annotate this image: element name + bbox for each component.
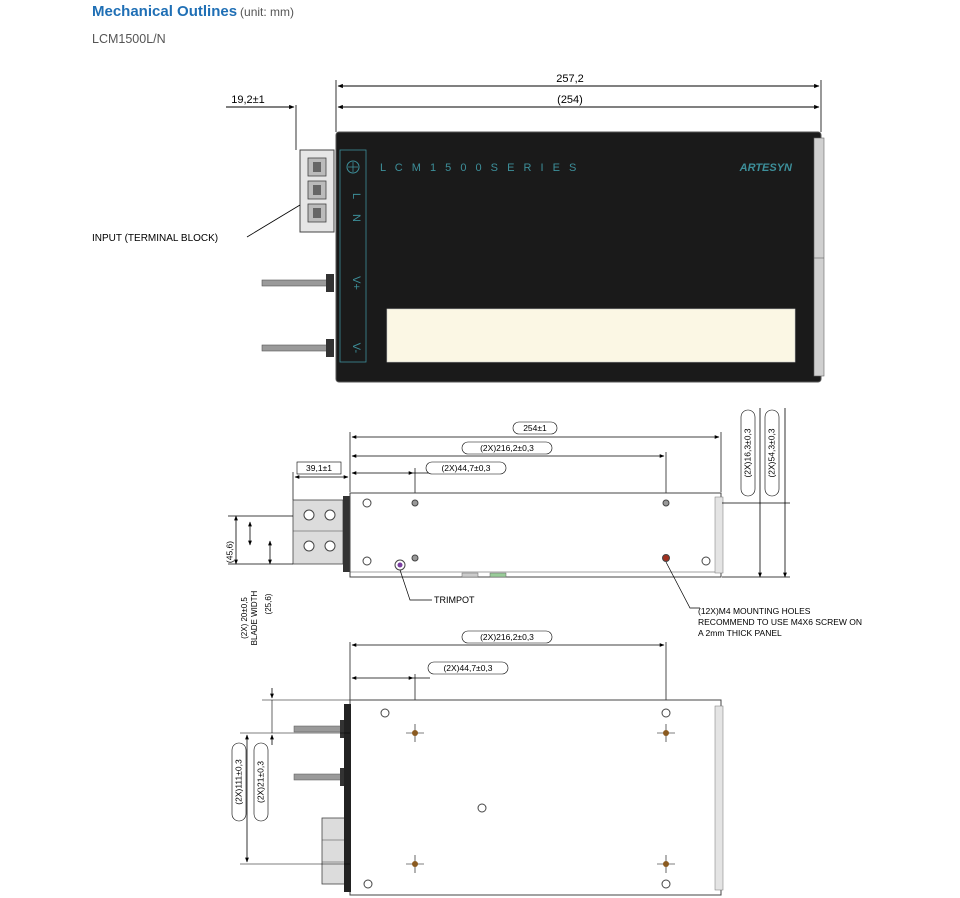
dim-terminal-offset: 19,2±1	[231, 94, 265, 106]
dim-bottom-111: (2X)111±0,3	[233, 759, 243, 805]
output-label-vminus: V-	[350, 343, 362, 354]
output-stud-positive	[261, 279, 329, 287]
dim-blade: (2X) 20±0,5	[240, 597, 249, 639]
output-label-vplus: V+	[350, 276, 362, 290]
dim-bottom-hole-spacing: (2X)216,2±0,3	[480, 632, 534, 642]
top-view: 257,2 (254) 19,2±1 L N V+ V- L C M	[92, 73, 825, 383]
terminal-block-side	[292, 499, 344, 565]
psu-body-side	[349, 492, 722, 578]
page-title: Mechanical Outlines	[92, 3, 238, 20]
ground-icon	[346, 160, 360, 174]
mounting-note-line2: RECOMMEND TO USE M4X6 SCREW ON	[698, 617, 862, 627]
dim-height-45: (45,6)	[224, 541, 234, 563]
page-title-group: Mechanical Outlines(unit: mm)	[92, 3, 294, 21]
dim-height-holes: (2X)16,3±0,3	[742, 428, 752, 477]
dim-25: (25,6)	[264, 593, 273, 614]
dim-side-length: 254±1	[523, 423, 547, 433]
dim-side-hole-offset: (2X)44,7±0,3	[441, 463, 490, 473]
dim-side-terminal: 39,1±1	[306, 463, 332, 473]
psu-body-bottom	[349, 699, 722, 896]
terminal-label-l: L	[350, 193, 362, 199]
brand-logo: ARTESYN	[739, 162, 793, 174]
dim-overall-length: 257,2	[556, 73, 584, 85]
mounting-hole-marker	[662, 554, 670, 562]
product-label-area	[386, 308, 796, 363]
input-terminal-label: INPUT (TERMINAL BLOCK)	[92, 233, 218, 244]
dim-side-hole-spacing: (2X)216,2±0,3	[480, 443, 534, 453]
terminal-label-n: N	[350, 214, 362, 222]
blade-width-label: BLADE WIDTH	[250, 590, 259, 645]
mounting-note-line1: (12X)M4 MOUNTING HOLES	[698, 606, 811, 616]
series-text: L C M 1 5 0 0 S E R I E S	[380, 162, 579, 174]
dim-bottom-21: (2X)21±0,3	[255, 761, 265, 803]
model-name: LCM1500L/N	[92, 32, 166, 46]
unit-label: (unit: mm)	[240, 5, 295, 19]
bottom-view: (2X)216,2±0,3 (2X)44,7±0,3	[231, 630, 724, 896]
dim-body-length: (254)	[557, 94, 583, 106]
output-stud-negative	[261, 344, 329, 352]
mounting-note-line3: A 2mm THICK PANEL	[698, 628, 782, 638]
dim-height-total: (2X)54,3±0,3	[766, 428, 776, 477]
trimpot-label: TRIMPOT	[434, 595, 475, 605]
side-view: 254±1 (2X)216,2±0,3 (2X)44,7±0,3 39,1±1	[224, 408, 862, 645]
dim-bottom-hole-offset: (2X)44,7±0,3	[443, 663, 492, 673]
terminal-block-bottom	[321, 817, 347, 885]
